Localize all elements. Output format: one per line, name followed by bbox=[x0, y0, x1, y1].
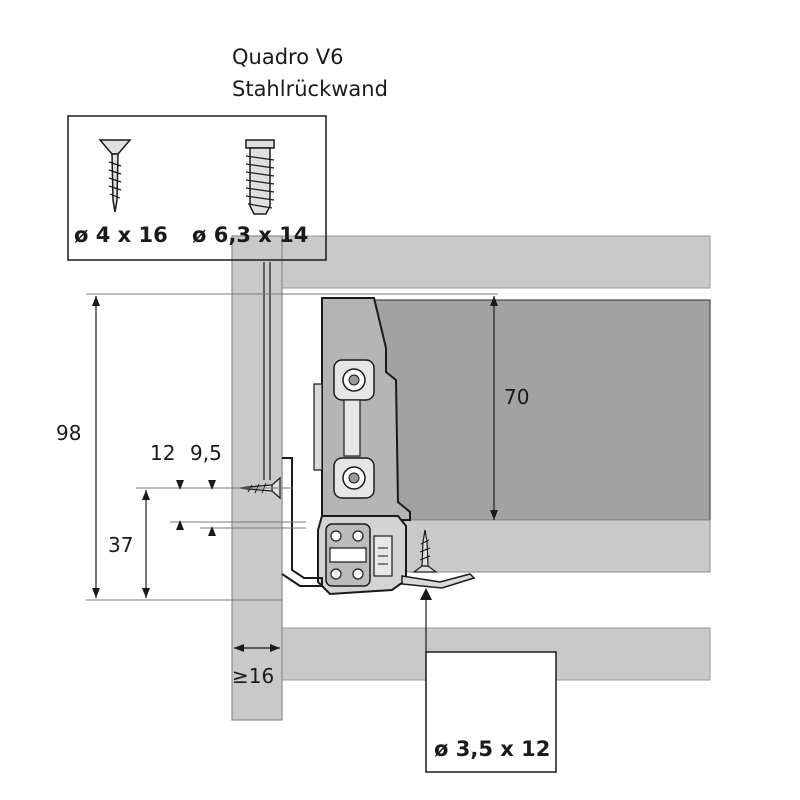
runner-bracket bbox=[281, 457, 323, 587]
dimension-70: 70 bbox=[504, 385, 529, 409]
drawer-bottom-panel bbox=[397, 519, 711, 573]
dimension-min-16: ≥16 bbox=[232, 664, 274, 688]
dimension-12: 12 bbox=[150, 441, 175, 465]
drawer-screw-icon bbox=[412, 529, 438, 573]
wood-screw-spec: ø 4 x 16 bbox=[74, 223, 168, 247]
screw-spec-box-bottom bbox=[425, 651, 557, 773]
runner-profile bbox=[317, 515, 407, 596]
bottom-rail bbox=[401, 573, 476, 589]
bottom-screw-spec: ø 3,5 x 12 bbox=[434, 737, 550, 761]
product-name: Quadro V6 bbox=[232, 45, 343, 69]
upper-adjuster bbox=[333, 359, 375, 401]
dimension-37: 37 bbox=[108, 533, 133, 557]
wood-screw-icon bbox=[98, 139, 132, 213]
adjuster-slot bbox=[343, 399, 361, 457]
front-mounting-plate bbox=[313, 383, 323, 471]
lower-adjuster bbox=[333, 457, 375, 499]
cabinet-side-wall bbox=[231, 235, 283, 721]
screw-spec-box-top bbox=[67, 115, 327, 261]
system-screw-icon bbox=[245, 139, 275, 215]
dimension-98: 98 bbox=[56, 421, 81, 445]
cabinet-top-panel bbox=[231, 235, 711, 289]
dimension-9-5: 9,5 bbox=[190, 441, 222, 465]
product-subtitle: Stahlrückwand bbox=[232, 77, 388, 101]
system-screw-spec: ø 6,3 x 14 bbox=[192, 223, 308, 247]
